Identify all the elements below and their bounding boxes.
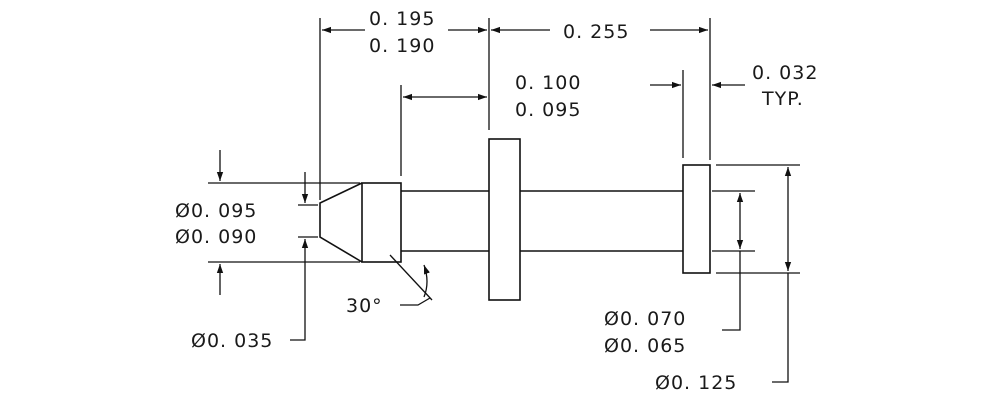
large-flange [488, 138, 521, 301]
shaft-diameter-max-label: Ø0. 070 [604, 308, 686, 330]
flange-thickness-note: TYP. [761, 88, 804, 110]
tip-diameter-label: Ø0. 035 [191, 330, 273, 352]
rear-length-label: 0. 255 [563, 21, 629, 43]
conical-tip [319, 182, 363, 263]
tip-length-min-label: 0. 095 [515, 99, 581, 121]
nose-diameter-max-label: Ø0. 095 [175, 200, 257, 222]
flange-diameter-label: Ø0. 125 [655, 372, 737, 394]
front-length-min-label: 0. 190 [369, 35, 435, 57]
shaft-diameter-min-label: Ø0. 065 [604, 335, 686, 357]
dimension-lines [216, 26, 792, 383]
front-length-max-label: 0. 195 [369, 8, 435, 30]
extension-lines [208, 18, 800, 274]
pin-outline [319, 138, 711, 301]
nose-body [361, 182, 402, 263]
tip-length-max-label: 0. 100 [515, 72, 581, 94]
dimension-labels: 0. 195 0. 190 0. 255 0. 100 0. 095 0. 03… [175, 8, 818, 394]
front-shaft [401, 190, 489, 252]
rear-collar [682, 164, 711, 274]
nose-diameter-min-label: Ø0. 090 [175, 226, 257, 248]
rear-shaft [520, 190, 683, 252]
chamfer-angle-label: 30° [346, 295, 383, 317]
flange-thickness-label: 0. 032 [752, 62, 818, 84]
